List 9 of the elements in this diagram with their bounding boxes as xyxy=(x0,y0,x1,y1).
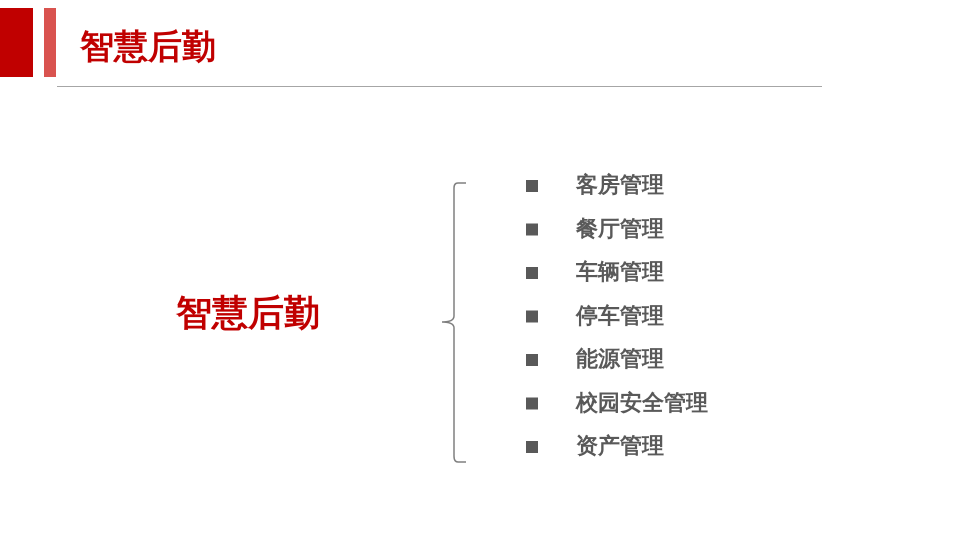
list-item: 资产管理 xyxy=(576,433,664,461)
list-item: 停车管理 xyxy=(576,302,664,330)
list-item: 车辆管理 xyxy=(576,259,664,287)
list-item: 餐厅管理 xyxy=(576,216,664,244)
list-item: 能源管理 xyxy=(576,346,664,374)
list-item: 校园安全管理 xyxy=(576,390,708,418)
topic-heading: 智慧后勤 xyxy=(176,292,320,336)
slide-title: 智慧后勤 xyxy=(80,26,216,69)
list-item: 客房管理 xyxy=(576,172,664,200)
